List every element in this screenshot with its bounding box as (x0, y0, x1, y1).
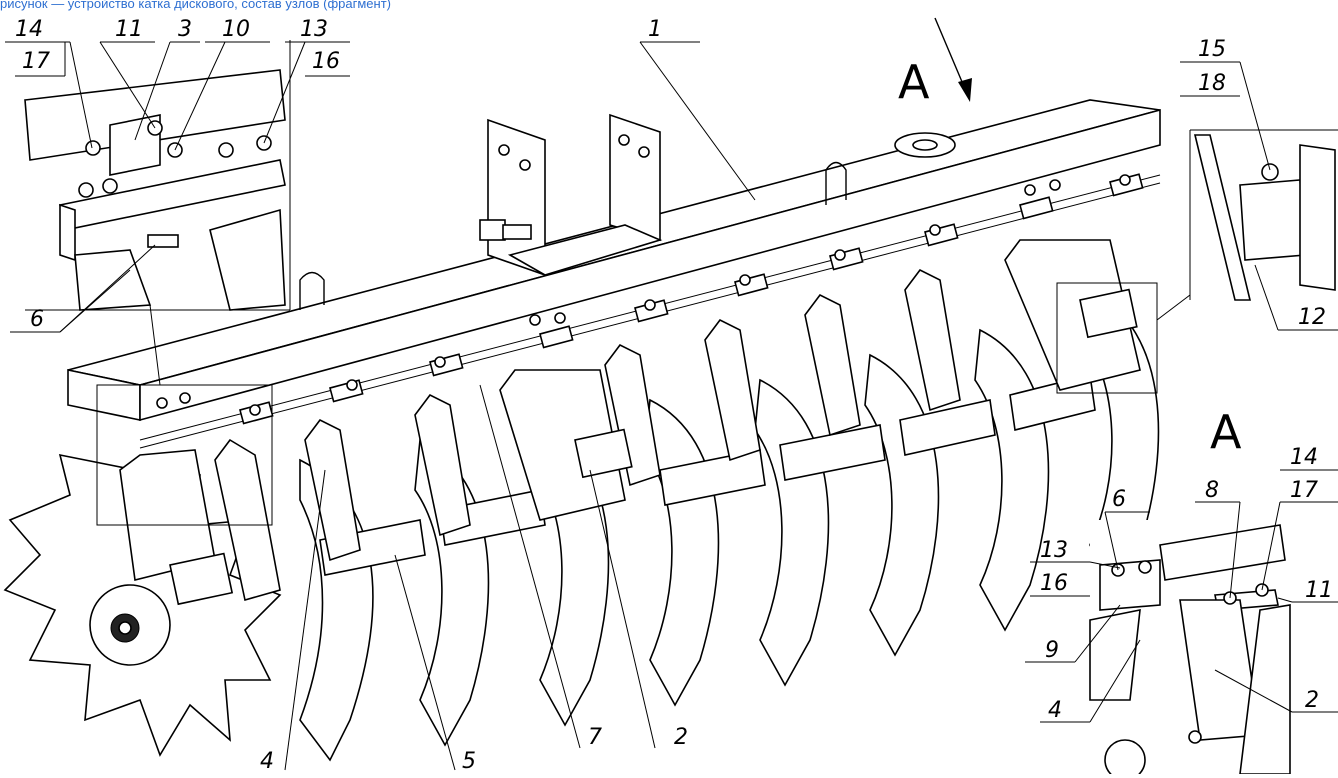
view-label-detail: A (1210, 405, 1242, 459)
callout-8: 8 (1205, 478, 1219, 503)
callout-13b: 13 (1040, 538, 1068, 563)
callout-16b: 16 (1040, 571, 1068, 596)
callout-18: 18 (1198, 71, 1226, 96)
detail-inset-view-a (1089, 520, 1338, 778)
shaft-spacers (319, 374, 1096, 576)
callout-17a: 17 (22, 49, 50, 74)
callout-4a: 4 (260, 749, 274, 774)
callout-7: 7 (588, 725, 602, 750)
u-bolts (299, 132, 956, 310)
hanger-arms (119, 239, 1141, 606)
callout-3: 3 (178, 17, 192, 42)
view-arrow (934, 17, 972, 102)
callout-2a: 2 (674, 725, 688, 750)
callout-10: 10 (222, 17, 250, 42)
callout-5: 5 (462, 749, 476, 774)
inset-frames (96, 282, 1191, 526)
callout-2b: 2 (1305, 688, 1319, 713)
callout-15: 15 (1198, 37, 1226, 62)
callout-9: 9 (1045, 638, 1059, 663)
detail-inset-top-left (24, 40, 291, 311)
callout-4b: 4 (1048, 698, 1062, 723)
callout-6a: 6 (30, 307, 44, 332)
detail-inset-top-right (1189, 129, 1338, 301)
callout-14b: 14 (1290, 445, 1318, 470)
callout-1: 1 (648, 17, 662, 42)
callout-17b: 17 (1290, 478, 1318, 503)
callouts: 14 17 11 3 10 13 16 1 6 (5, 17, 1338, 774)
hitch-bracket (479, 113, 663, 277)
callout-11a: 11 (115, 17, 143, 42)
callout-13a: 13 (300, 17, 328, 42)
callout-12: 12 (1298, 305, 1326, 330)
callout-11b: 11 (1305, 578, 1333, 603)
view-label: A (898, 55, 930, 109)
callout-16a: 16 (312, 49, 340, 74)
callout-14a: 14 (15, 17, 43, 42)
callout-6b: 6 (1112, 487, 1126, 512)
bolts (156, 174, 1131, 416)
figure-caption: рисунок — устройство катка дискового, со… (0, 0, 391, 11)
